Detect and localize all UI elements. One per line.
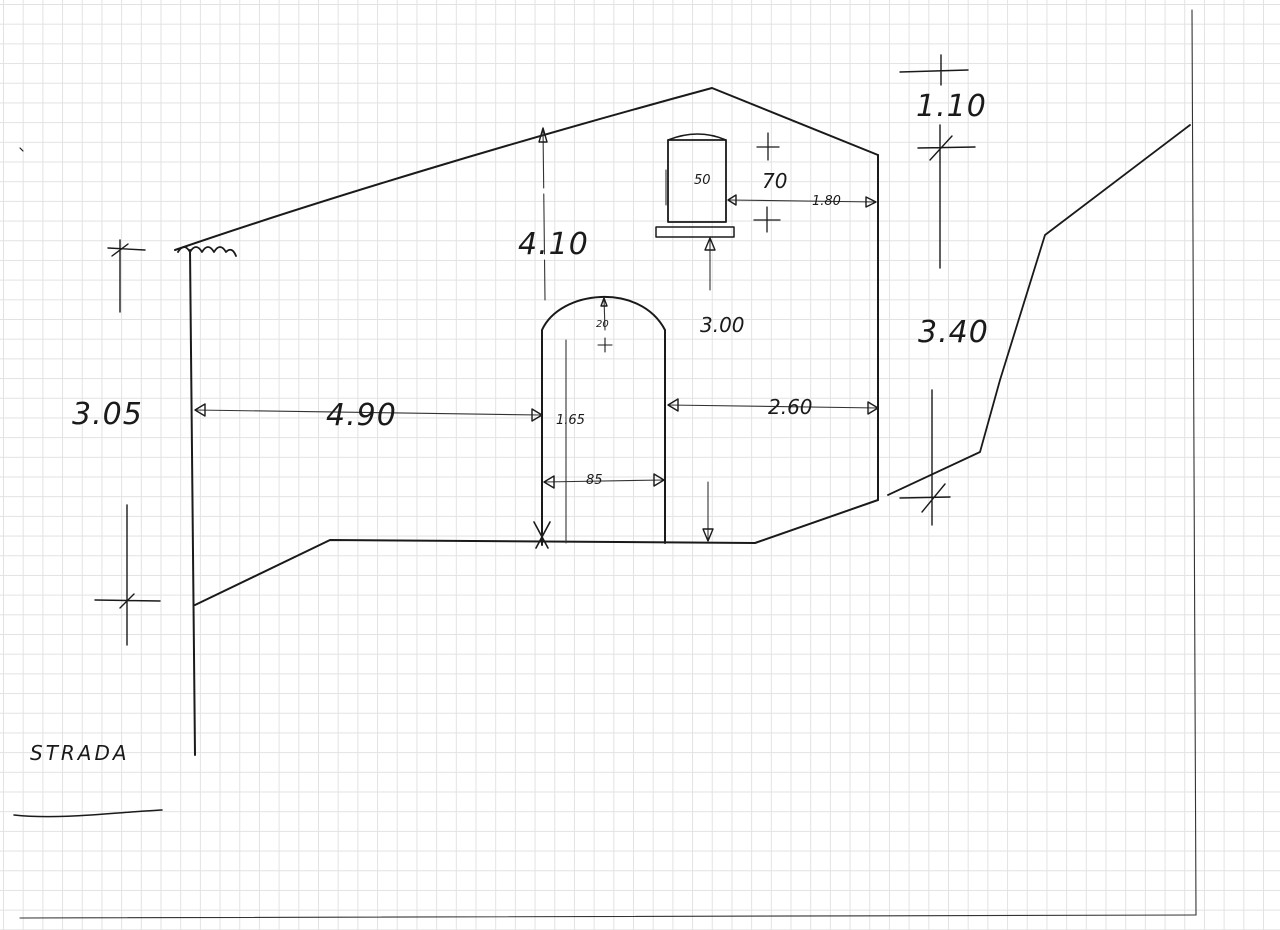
dim-door-height: 1.65 [556, 413, 585, 428]
dim-left-height: 3.05 [72, 397, 143, 432]
street-label: STRADA [30, 741, 130, 765]
ridge-height-arrow-top [538, 127, 548, 143]
left-wall [189, 249, 196, 756]
door-outline [541, 296, 666, 546]
window-sill [655, 226, 735, 238]
window-right-arrow-right [865, 196, 877, 208]
right-height-cross-bottom [899, 389, 951, 526]
street-underline [13, 809, 163, 818]
window-right-arrow-left [727, 194, 737, 206]
dim-left-span: 4.90 [326, 398, 397, 433]
paper-edge [1191, 9, 1197, 916]
roof-line [174, 87, 879, 251]
arch-rise-line [603, 297, 606, 331]
arch-rise-arrow [600, 297, 608, 307]
terrain-line [887, 124, 1191, 496]
arch-rise-cross [597, 337, 613, 353]
door-corner-mark [533, 521, 551, 549]
dim-arch-rise: 20 [596, 319, 609, 330]
ridge-offset-cross-mid [917, 124, 976, 269]
dim-window-to-right: 1.80 [812, 194, 841, 209]
ground-line [194, 499, 879, 606]
dim-right-height: 3.40 [918, 315, 989, 350]
ridge-height-line [542, 127, 546, 301]
right-span-arrow-left [667, 398, 679, 412]
dim-door-to-ridge: 4.10 [518, 227, 589, 262]
left-span-line [194, 409, 541, 416]
dim-window-width: 50 [694, 173, 711, 188]
door-width-arrow-left [543, 475, 555, 489]
ridge-offset-cross-top [899, 54, 969, 86]
paper-bottom-edge [19, 914, 1197, 919]
window-height-cross-top [756, 132, 780, 161]
dim-door-width: 85 [586, 473, 603, 488]
dim-ridge-offset: 1.10 [916, 89, 987, 124]
window-frame [667, 139, 727, 223]
gutter-scroll [177, 246, 237, 257]
right-span-line [667, 404, 879, 409]
sill-height-arrow-top [704, 237, 716, 251]
window-right-line [727, 199, 877, 203]
paper-mark [19, 147, 24, 152]
door-width-arrow-right [653, 473, 665, 487]
window-height-cross-bottom [753, 206, 781, 233]
door-width-line [543, 479, 665, 483]
right-span-arrow-right [867, 401, 879, 415]
left-height-cross-top [107, 239, 146, 313]
dim-right-span: 2.60 [768, 395, 813, 419]
window-top-arc [667, 133, 727, 141]
left-span-arrow-left [194, 403, 206, 417]
dim-window-height: 70 [762, 169, 787, 193]
left-height-cross-bottom [94, 504, 161, 646]
dim-window-sill-height: 3.00 [700, 313, 745, 337]
left-span-arrow-right [531, 408, 543, 422]
sill-height-arrow-bottom [702, 528, 714, 542]
